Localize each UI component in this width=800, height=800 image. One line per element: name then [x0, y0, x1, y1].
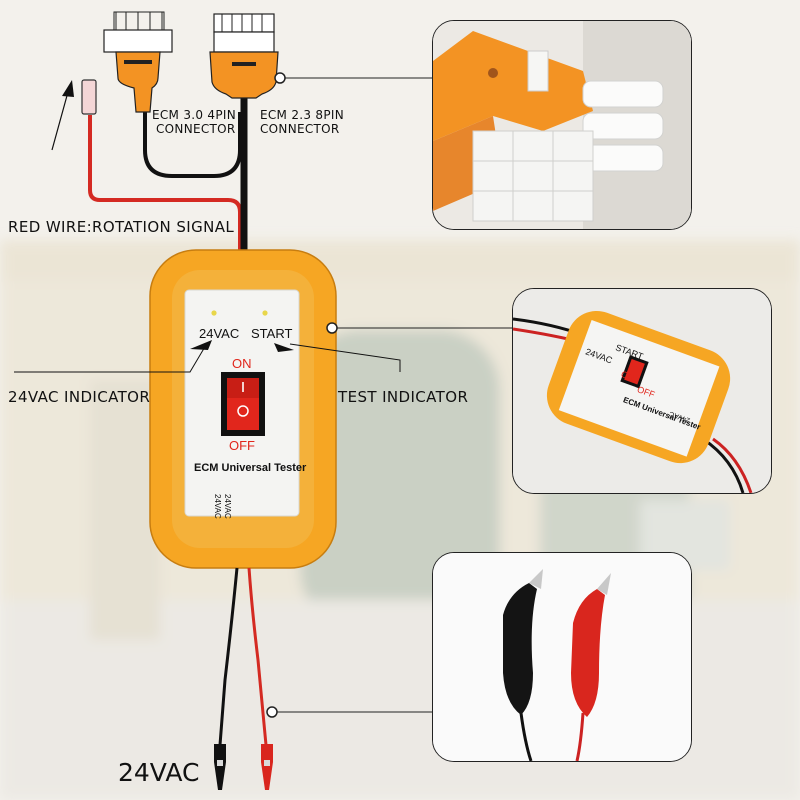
device-switch-on-label: ON: [232, 356, 252, 371]
arrow-icon: [190, 340, 212, 350]
ecm30-connector: [103, 11, 173, 113]
bottom-24vac-label: 24VAC: [118, 758, 200, 787]
device-switch-off-label: OFF: [229, 438, 255, 453]
black-alligator-clip: [214, 744, 226, 790]
alligator-clips-photo: [433, 553, 691, 761]
red-wire-label: RED WIRE:ROTATION SIGNAL: [8, 218, 235, 236]
callout-dot: [326, 322, 338, 334]
indicator-24vac-label: 24VAC INDICATOR: [8, 388, 151, 406]
ecm23-sub-label: CONNECTOR: [260, 122, 340, 136]
ecm30-label: ECM 3.0 4PIN: [152, 108, 237, 122]
connector-photo: [433, 21, 691, 229]
callout-dot: [274, 72, 286, 84]
device-vertical-text-1: 24VAC: [213, 494, 222, 519]
red-wire-terminal: [81, 79, 97, 115]
device-title: ECM Universal Tester: [194, 462, 307, 474]
callout-dot: [266, 706, 278, 718]
arrow-icon: [62, 80, 74, 97]
ecm23-connector: [209, 13, 279, 99]
clips-photo-callout: [432, 552, 692, 762]
test-indicator-label: TEST INDICATOR: [338, 388, 469, 406]
arrow-icon: [274, 343, 294, 352]
device-led-start-label: START: [251, 326, 293, 341]
black-probe-wire: [218, 567, 239, 746]
device-vertical-text-2: 24VAC: [223, 494, 232, 519]
device-led-24vac-label: 24VAC: [199, 326, 240, 341]
led-24vac: [211, 310, 217, 316]
ecm30-sub-label: CONNECTOR: [156, 122, 236, 136]
device-photo: [513, 289, 771, 493]
tester-device: [149, 249, 337, 569]
red-probe-wire: [247, 567, 268, 746]
ecm23-label: ECM 2.3 8PIN: [260, 108, 345, 122]
red-rotation-wire: [88, 115, 242, 256]
device-photo-callout: 24VAC START ON OFF ECM Universal Tester …: [512, 288, 772, 494]
led-start: [262, 310, 268, 316]
connector-photo-callout: [432, 20, 692, 230]
red-alligator-clip: [261, 744, 273, 790]
black-loop-wire: [143, 112, 242, 178]
